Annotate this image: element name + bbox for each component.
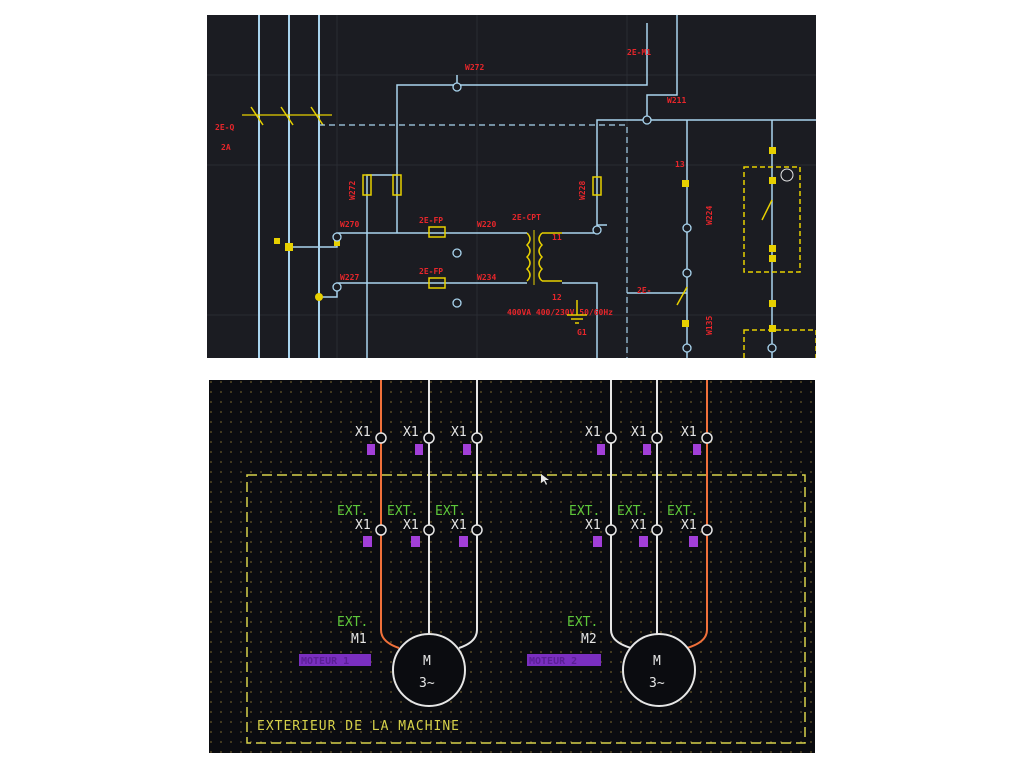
svg-text:12: 12: [552, 293, 562, 302]
relay-coil-left: W272: [348, 174, 402, 200]
motor2-tag-bg: [527, 654, 601, 666]
svg-text:M: M: [423, 654, 431, 669]
terminal-tags-mid: [363, 536, 698, 547]
transformer-rating: 400VA 400/230V 50/60Hz: [507, 308, 613, 317]
terminal-tags-top: [367, 444, 701, 455]
svg-text:X1: X1: [631, 425, 647, 440]
distribution-wires: [289, 15, 816, 358]
wire-tag-w220: W220: [477, 220, 496, 229]
motor2-ext: EXT.: [567, 615, 598, 630]
svg-text:X1: X1: [451, 518, 467, 533]
svg-text:EXT.: EXT.: [387, 504, 418, 519]
main-bus-wires: [258, 15, 320, 358]
dot-grid: [209, 380, 815, 753]
svg-text:EXT.: EXT.: [569, 504, 600, 519]
coil-label-2: W228: [578, 181, 587, 200]
svg-text:11: 11: [552, 233, 562, 242]
svg-text:X1: X1: [631, 518, 647, 533]
top-schematic-panel: 2E-Q 2A W272 W228 2E-FP: [207, 15, 816, 358]
svg-text:EXT.: EXT.: [667, 504, 698, 519]
svg-text:X1: X1: [585, 425, 601, 440]
terminal-row-top: [375, 432, 713, 444]
svg-text:X1: X1: [585, 518, 601, 533]
wire-tag-w272: W272: [465, 63, 484, 72]
svg-text:EXT.: EXT.: [617, 504, 648, 519]
svg-text:3~: 3~: [419, 676, 435, 691]
contact-switch: [676, 286, 688, 306]
svg-text:X1: X1: [681, 518, 697, 533]
motor1-tag-bg: [299, 654, 371, 666]
fuse-bottom: 2E-FP: [419, 267, 446, 289]
wire-tag-w227: W227: [340, 273, 359, 282]
wire-tag-w224: W224: [705, 206, 714, 225]
svg-text:X1: X1: [681, 425, 697, 440]
motor1-name: M1: [351, 632, 367, 647]
motor-1: EXT. M1 MOTEUR 1 M 3~: [299, 615, 466, 707]
tag-2e-m1: 2E-M1: [627, 48, 651, 57]
svg-text:2E-FP: 2E-FP: [419, 267, 443, 276]
svg-text:EXT.: EXT.: [337, 504, 368, 519]
motor1-symbol: [392, 633, 466, 707]
bottom-schematic-panel: EXTERIEUR DE LA MACHINE X1 X1 X1 X1 X1 X…: [209, 380, 815, 753]
x1-labels-mid: X1 X1 X1 X1 X1 X1: [355, 518, 697, 533]
svg-text:2E-CPT: 2E-CPT: [512, 213, 541, 222]
wire-tag-w135: W135: [705, 316, 714, 335]
svg-text:G1: G1: [577, 328, 587, 337]
junction-dots: [274, 147, 776, 332]
breaker-rating-label: 2A: [221, 143, 231, 152]
terminal-circles: [332, 82, 777, 353]
terminal-row-mid: [375, 524, 713, 536]
zone-label: EXTERIEUR DE LA MACHINE: [257, 719, 460, 734]
ground-symbol: G1: [567, 300, 587, 337]
motor-2: EXT. M2 MOTEUR 2 M 3~: [527, 615, 696, 707]
motor1-ext: EXT.: [337, 615, 368, 630]
grid: [207, 15, 816, 358]
breaker-label: 2E-Q: [215, 123, 234, 132]
svg-text:M: M: [653, 654, 661, 669]
switch-2e-label: 2E-: [637, 286, 651, 295]
svg-text:EXT.: EXT.: [435, 504, 466, 519]
motor2-symbol: [622, 633, 696, 707]
svg-text:3~: 3~: [649, 676, 665, 691]
top-schematic-drawing: 2E-Q 2A W272 W228 2E-FP: [207, 15, 816, 358]
svg-text:X1: X1: [451, 425, 467, 440]
dashed-boundary: [319, 124, 628, 358]
relay-coil-right: W228: [578, 176, 602, 200]
svg-text:X1: X1: [403, 518, 419, 533]
external-zone-boundary: [246, 474, 806, 744]
ext-labels: EXT. EXT. EXT. EXT. EXT. EXT.: [337, 504, 698, 519]
wire-tag-w270: W270: [340, 220, 359, 229]
motor1-tag: MOTEUR 1: [301, 656, 349, 667]
transformer-2e-cpt: 2E-CPT 400VA 400/230V 50/60Hz: [507, 213, 613, 317]
motor2-name: M2: [581, 632, 597, 647]
svg-text:X1: X1: [403, 425, 419, 440]
svg-text:X1: X1: [355, 518, 371, 533]
x1-labels-top: X1 X1 X1 X1 X1 X1: [355, 425, 697, 440]
svg-text:X1: X1: [355, 425, 371, 440]
svg-text:2E-FP: 2E-FP: [419, 216, 443, 225]
coil-label-1: W272: [348, 181, 357, 200]
bottom-schematic-drawing: EXTERIEUR DE LA MACHINE X1 X1 X1 X1 X1 X…: [209, 380, 815, 753]
pushbutton-box: [743, 166, 816, 358]
breaker-2e-q: 2E-Q 2A: [215, 106, 332, 152]
wire-tag-w211: W211: [667, 96, 686, 105]
cursor-icon: [541, 474, 549, 485]
svg-text:13: 13: [675, 160, 685, 169]
fuse-top: 2E-FP: [419, 216, 446, 238]
motor2-tag: MOTEUR 2: [529, 656, 577, 667]
wire-tag-w234: W234: [477, 273, 496, 282]
